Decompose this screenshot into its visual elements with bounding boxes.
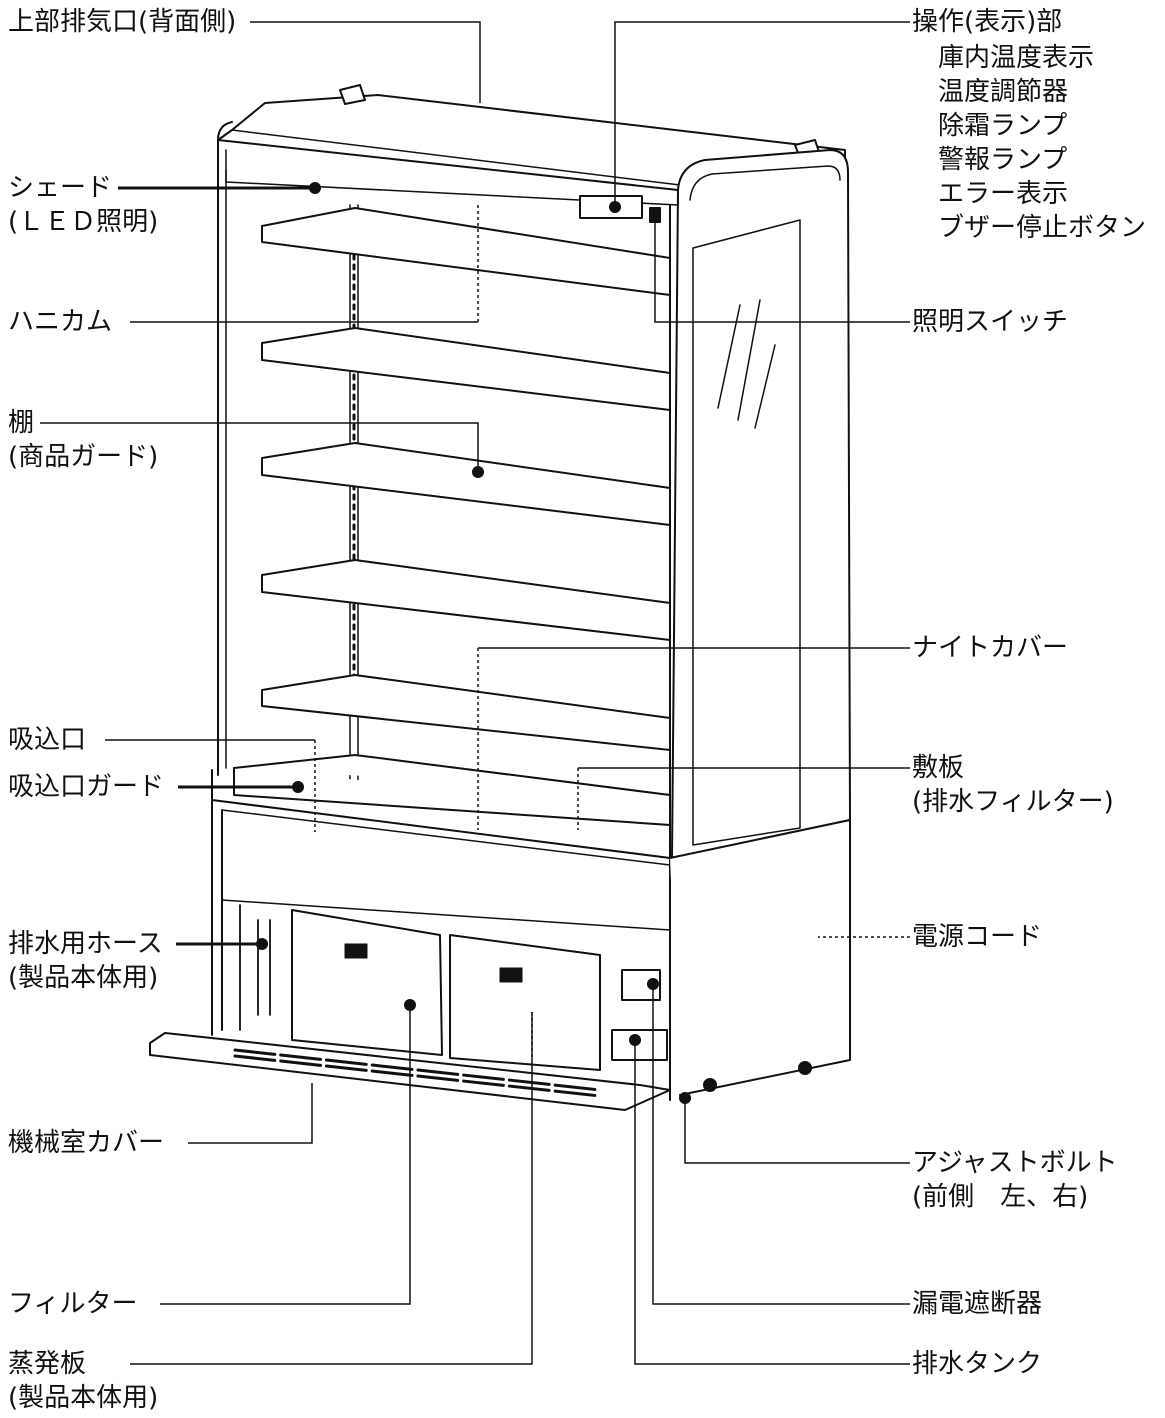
label-exhaust-top: 上部排気口(背面側) [8,7,237,37]
dot-control-panel [609,201,621,213]
leader-filter [160,1005,411,1305]
shelf-5 [261,674,671,751]
label-floor-plate: 敷板 (排水フィルター) [912,751,1114,819]
label-intake: 吸込口 [8,725,87,755]
label-adjust-bolt: アジャストボルト (前側 左、右) [912,1146,1118,1214]
leader-drain-tank [634,1040,910,1365]
label-drain-hose-name: 排水用ホース [8,929,163,959]
shelf-1 [261,207,671,296]
label-floor-plate-name: 敷板 [912,753,965,783]
label-machine-cover: 機械室カバー [8,1128,165,1158]
leader-light-switch [654,215,910,323]
label-breaker: 漏電遮断器 [912,1289,1043,1319]
side-glass [692,219,801,846]
right-side-inner [689,165,841,201]
dot-shelf [472,466,484,478]
leader-machine-cover [188,1083,313,1144]
control-item: 温度調節器 [938,77,1069,107]
label-shelf-note: (商品ガード) [8,442,159,472]
caster-left [703,1078,717,1092]
label-shelf-name: 棚 [8,408,35,438]
label-control-panel-title: 操作(表示)部 [912,7,1063,37]
front-cover-band [221,809,671,931]
leader-shelf [40,422,479,472]
leader-exhaust-top [250,21,481,103]
leader-evaporator [130,1012,533,1365]
left-side-frame [217,121,233,776]
shelf-2 [261,327,671,411]
label-drain-hose-note: (製品本体用) [8,963,159,993]
right-base [669,819,851,1096]
label-light-switch: 照明スイッチ [912,307,1069,337]
label-night-cover: ナイトカバー [912,633,1069,663]
filter-panel-right [449,934,601,1071]
label-drain-hose: 排水用ホース (製品本体用) [8,927,163,995]
label-power-cord: 電源コード [912,922,1043,952]
top-panel-edge [231,129,681,186]
leader-adjust-bolt [684,1100,910,1164]
filter-panel-left [291,909,443,1056]
control-item: 庫内温度表示 [938,43,1095,73]
drain-tank-box [611,1029,668,1061]
leader-breaker [652,984,910,1305]
control-item: エラー表示 [938,179,1069,209]
label-honeycomb: ハニカム [8,307,113,337]
label-floor-plate-note: (排水フィルター) [912,787,1114,817]
dot-breaker [647,978,659,990]
dot-filter [404,999,416,1011]
shelf-3 [261,442,671,526]
cover-grille [233,1048,602,1098]
label-shade: シェード (ＬＥＤ照明) [8,171,158,239]
drain-hose-pipe [239,904,271,1031]
label-shade-note: (ＬＥＤ照明) [8,207,159,237]
label-evaporator: 蒸発板 (製品本体用) [8,1347,158,1415]
leader-control-panel [614,21,910,207]
label-drain-tank: 排水タンク [912,1349,1043,1379]
label-intake-guard: 吸込口ガード [8,772,165,802]
control-item-list: 庫内温度表示 温度調節器 除霜ランプ 警報ランプ エラー表示 ブザー停止ボタン [912,41,1146,245]
label-evaporator-note: (製品本体用) [8,1383,159,1413]
label-evaporator-name: 蒸発板 [8,1349,87,1379]
shade-bar [225,169,679,206]
label-shelf: 棚 (商品ガード) [8,406,158,474]
shelf-4 [261,559,671,641]
filter-vent-right [499,967,523,983]
filter-vent-left [344,943,368,959]
control-item: ブザー停止ボタン [938,213,1147,243]
top-bracket-left [339,84,366,105]
label-shade-name: シェード [8,173,113,203]
label-control-panel: 操作(表示)部 [912,5,1062,39]
caster-right [798,1061,812,1075]
control-item: 警報ランプ [938,145,1068,175]
dot-drain-tank [629,1034,641,1046]
label-filter: フィルター [8,1289,138,1319]
label-adjust-bolt-note: (前側 左、右) [912,1182,1089,1212]
control-item: 除霜ランプ [938,111,1068,141]
dot-intake-guard [292,781,304,793]
label-adjust-bolt-name: アジャストボルト [912,1148,1118,1178]
intake-guard [233,754,671,826]
dot-drain-hose [256,938,268,950]
dot-shade [309,182,321,194]
